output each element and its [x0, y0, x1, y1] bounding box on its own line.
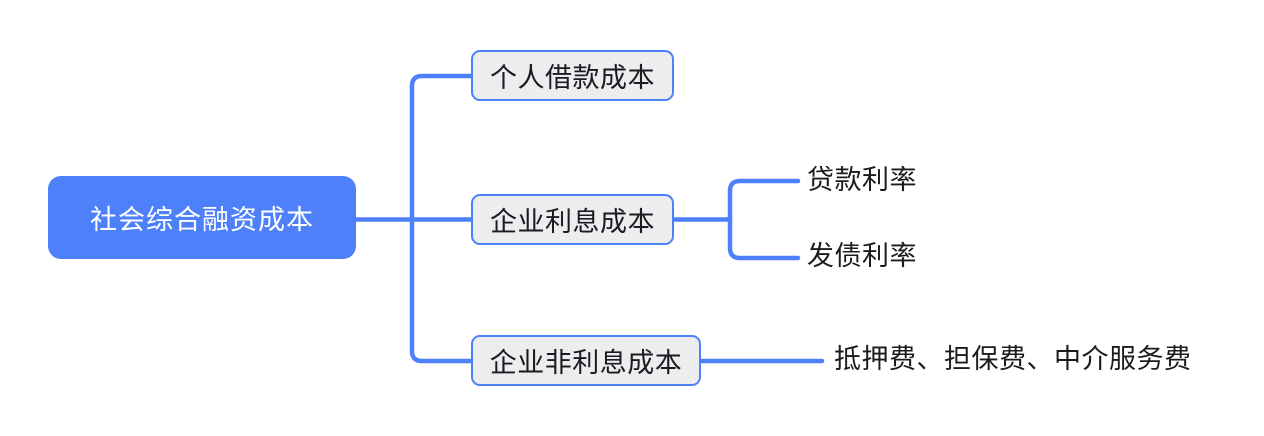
- mindmap-root-node[interactable]: 社会综合融资成本: [48, 176, 356, 259]
- mindmap-leaf-label-fees[interactable]: 抵押费、担保费、中介服务费: [834, 344, 1192, 374]
- connector-root-to-branch-1: [409, 73, 474, 222]
- mindmap-leaf-label-bond-issuance-rate[interactable]: 发债利率: [807, 241, 917, 271]
- mindmap-branch-node-enterprise-interest-cost[interactable]: 企业利息成本: [471, 194, 674, 245]
- mindmap-branch-node-enterprise-non-interest-cost[interactable]: 企业非利息成本: [471, 335, 701, 386]
- mindmap-branch-node-personal-borrowing-cost[interactable]: 个人借款成本: [471, 50, 674, 101]
- mindmap-leaf-label-loan-rate[interactable]: 贷款利率: [807, 165, 917, 195]
- mindmap-root-label: 社会综合融资成本: [90, 205, 314, 235]
- connector-root-to-branch-3: [409, 217, 474, 364]
- connector-branch-2-to-leaf-1: [727, 178, 801, 222]
- connector-branch-2-to-leaf-2: [727, 217, 801, 261]
- mindmap-branch-label: 个人借款成本: [490, 63, 655, 93]
- mindmap-branch-label: 企业非利息成本: [489, 348, 683, 378]
- mindmap-branch-label: 企业利息成本: [490, 207, 655, 237]
